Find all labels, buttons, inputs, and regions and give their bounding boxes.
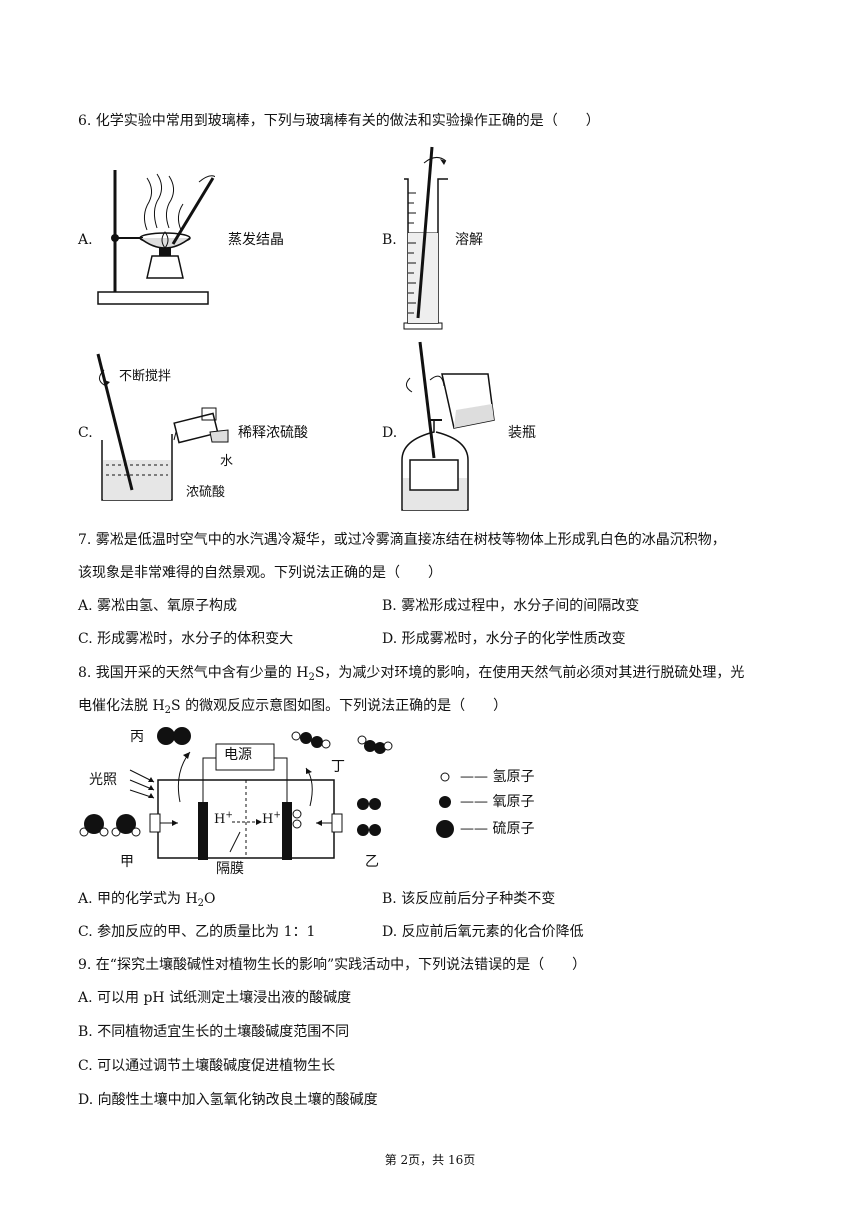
q6-option-c-acid-label: 浓硫酸 xyxy=(186,485,226,500)
q6-option-c-water-label: 水 xyxy=(220,454,234,469)
q7-stem-line1: 7. 雾凇是低温时空气中的水汽遇冷凝华，或过冷雾滴直接冻结在树枝等物体上形成乳白… xyxy=(78,532,726,548)
q6-option-c-letter: C. xyxy=(78,425,93,441)
photoelectrocatalysis-diagram xyxy=(79,727,393,860)
q6-option-a-letter: A. xyxy=(78,232,93,248)
oxygen-atom-icon xyxy=(439,796,451,808)
q6-option-c-text: 稀释浓硫酸 xyxy=(238,425,308,441)
hydrogen-atom-icon xyxy=(440,772,450,782)
bottling-figure xyxy=(401,341,495,511)
q8-option-d: D. 反应前后氧元素的化合价降低 xyxy=(382,924,584,940)
q9-option-c: C. 可以通过调节土壤酸碱度促进植物生长 xyxy=(78,1058,336,1074)
q7-option-b: B. 雾凇形成过程中，水分子间的间隔改变 xyxy=(382,598,640,614)
q7-option-a: A. 雾凇由氢、氧原子构成 xyxy=(78,598,238,614)
light-label: 光照 xyxy=(89,772,117,788)
power-source-label: 电源 xyxy=(224,747,252,763)
legend-oxygen: —— 氧原子 xyxy=(460,794,535,810)
q6-option-d-text: 装瓶 xyxy=(508,425,536,441)
acid-dilution-figure xyxy=(96,353,229,501)
q6-option-c-stir-label: 不断搅拌 xyxy=(119,369,172,384)
q8-option-c: C. 参加反应的甲、乙的质量比为 1：1 xyxy=(78,924,316,940)
membrane-label: 隔膜 xyxy=(216,861,244,877)
page-footer: 第 2页，共 16页 xyxy=(384,1153,476,1167)
sulfur-atom-icon xyxy=(436,820,454,838)
evaporation-apparatus-figure xyxy=(97,170,215,305)
graduated-cylinder-figure xyxy=(403,146,448,330)
q7-stem-line2: 该现象是非常难得的自然景观。下列说法正确的是（ ） xyxy=(78,565,442,581)
h-ion-right: H+ xyxy=(262,810,281,827)
legend-hydrogen: —— 氢原子 xyxy=(460,769,535,785)
q9-option-d: D. 向酸性土壤中加入氢氧化钠改良土壤的酸碱度 xyxy=(78,1092,378,1108)
atom-legend-icons xyxy=(436,772,454,838)
species-yi-label: 乙 xyxy=(365,854,379,870)
species-bing-label: 丙 xyxy=(130,729,144,745)
q6-option-d-letter: D. xyxy=(382,425,398,441)
q8-option-b: B. 该反应前后分子种类不变 xyxy=(382,891,556,907)
species-ding-label: 丁 xyxy=(331,759,345,775)
q9-stem: 9. 在“探究土壤酸碱性对植物生长的影响”实践活动中，下列说法错误的是（ ） xyxy=(78,957,587,973)
q7-option-c: C. 形成雾凇时，水分子的体积变大 xyxy=(78,631,294,647)
q9-option-b: B. 不同植物适宜生长的土壤酸碱度范围不同 xyxy=(78,1024,350,1040)
q8-stem-line2: 电催化法脱 H2S 的微观反应示意图如图。下列说法正确的是（ ） xyxy=(78,698,508,716)
q6-option-a-text: 蒸发结晶 xyxy=(228,232,284,248)
legend-sulfur: —— 硫原子 xyxy=(460,821,535,837)
q9-option-a: A. 可以用 pH 试纸测定土壤浸出液的酸碱度 xyxy=(78,990,352,1006)
species-jia-label: 甲 xyxy=(120,854,134,870)
q8-stem-line1: 8. 我国开采的天然气中含有少量的 H2S，为减少对环境的影响，在使用天然气前必… xyxy=(78,665,745,683)
q7-option-d: D. 形成雾凇时，水分子的化学性质改变 xyxy=(382,631,626,647)
q6-option-b-text: 溶解 xyxy=(455,232,483,248)
q8-option-a: A. 甲的化学式为 H2O xyxy=(78,891,216,909)
q6-stem: 6. 化学实验中常用到玻璃棒，下列与玻璃棒有关的做法和实验操作正确的是（ ） xyxy=(78,113,600,129)
h-ion-left: H+ xyxy=(214,810,233,827)
q6-option-b-letter: B. xyxy=(382,232,397,248)
